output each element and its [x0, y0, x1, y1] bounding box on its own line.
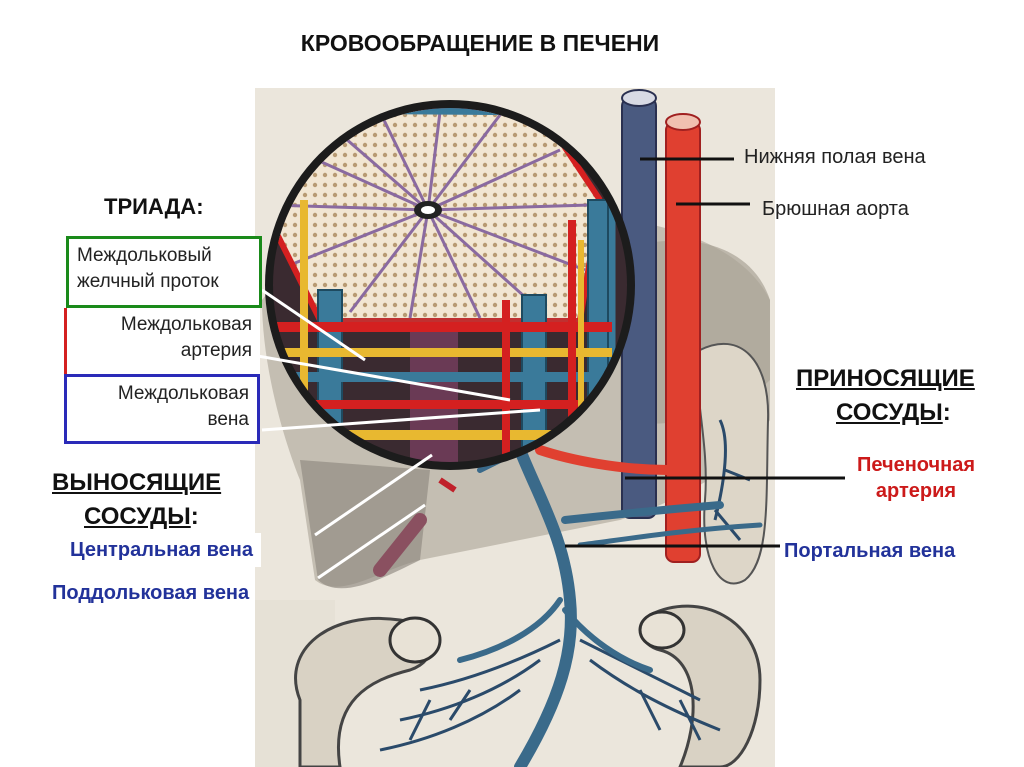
efferent-heading-line1: ВЫНОСЯЩИЕ	[52, 469, 222, 496]
afferent-heading-line1: ПРИНОСЯЩИЕ	[796, 365, 975, 392]
artery-label: Междольковая артерия	[120, 314, 252, 361]
portal-vein-label: Портальная вена	[780, 536, 960, 566]
central-vein-stub	[438, 477, 457, 493]
artery-column-right	[568, 220, 576, 440]
afferent-heading-colon: :	[942, 399, 951, 426]
bile-duct-label-box: Междольковый желчный проток	[66, 236, 262, 308]
sublobular-vein-label: Поддольковая вена	[46, 576, 256, 610]
ivc-opening	[621, 89, 657, 107]
hepatic-artery-label: Печеночная артерия	[856, 454, 976, 502]
mesenteric-vessels	[379, 419, 751, 752]
bile-duct-column-right	[578, 240, 584, 440]
abdominal-aorta	[665, 121, 701, 563]
bile-duct-column	[300, 200, 308, 460]
page-title: КРОВООБРАЩЕНИЕ В ПЕЧЕНИ	[300, 30, 660, 56]
artery-column	[502, 300, 510, 460]
intestine-loop-left	[388, 616, 442, 664]
bile-duct-label: Междольковый желчный проток	[77, 245, 219, 292]
hepatic-artery-branch	[535, 445, 673, 475]
efferent-heading-word: СОСУДЫ	[84, 503, 191, 530]
afferent-heading-line2: СОСУДЫ:	[836, 400, 951, 426]
ivc-label: Нижняя полая вена	[744, 146, 926, 168]
vein-label-box: Междольковая вена	[64, 374, 260, 444]
afferent-heading-word: СОСУДЫ	[836, 399, 943, 426]
artery-label-box: Междольковая артерия	[64, 308, 260, 374]
aorta-label: Брюшная аорта	[762, 198, 909, 220]
intestine-loop-right	[638, 610, 686, 650]
interlobular-ducts	[273, 322, 612, 440]
triad-heading: ТРИАДА:	[104, 194, 204, 219]
efferent-heading-colon: :	[190, 503, 199, 530]
central-vein-label: Центральная вена	[62, 533, 261, 567]
duodenum-shape	[696, 342, 770, 585]
aorta-opening	[665, 113, 701, 131]
central-vein-lumen	[421, 206, 435, 214]
sublobular-vein-segment	[373, 513, 427, 577]
vein-label: Междольковая вена	[117, 383, 249, 430]
leader-lines-dark	[565, 157, 845, 548]
leader-lines	[251, 288, 541, 580]
efferent-heading-line2: СОСУДЫ:	[84, 504, 199, 530]
